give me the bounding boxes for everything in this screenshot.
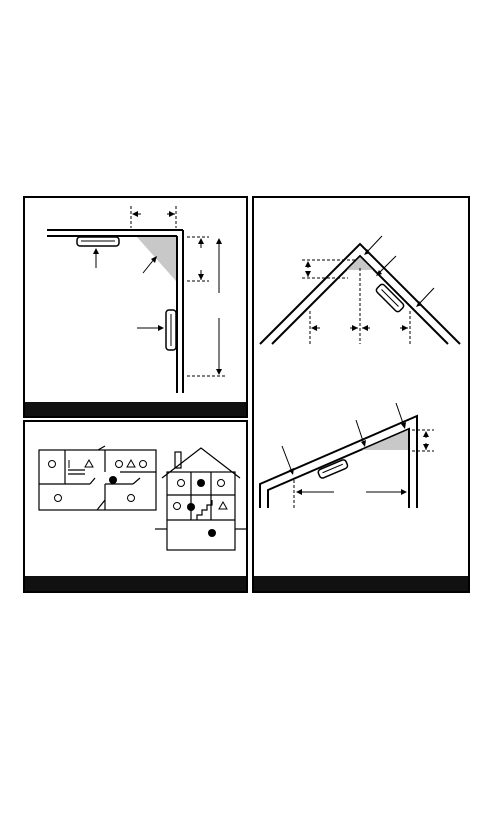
panel-ceiling-slopes — [252, 196, 470, 593]
panel-floor-plan — [23, 420, 248, 593]
panel-footer-bar — [25, 402, 246, 416]
ceiling-wall-diagram — [25, 198, 246, 416]
panel-ceiling-wall — [23, 196, 248, 418]
panel-footer-bar — [254, 576, 468, 591]
sloped-roof-icon — [260, 403, 434, 508]
dead-air-zone — [137, 237, 176, 281]
house-icon — [155, 448, 246, 550]
panel-footer-bar — [25, 576, 246, 591]
peaked-roof-icon — [260, 236, 460, 344]
ceiling-slopes-diagram — [254, 198, 468, 591]
floor-plan-diagram — [25, 422, 246, 591]
